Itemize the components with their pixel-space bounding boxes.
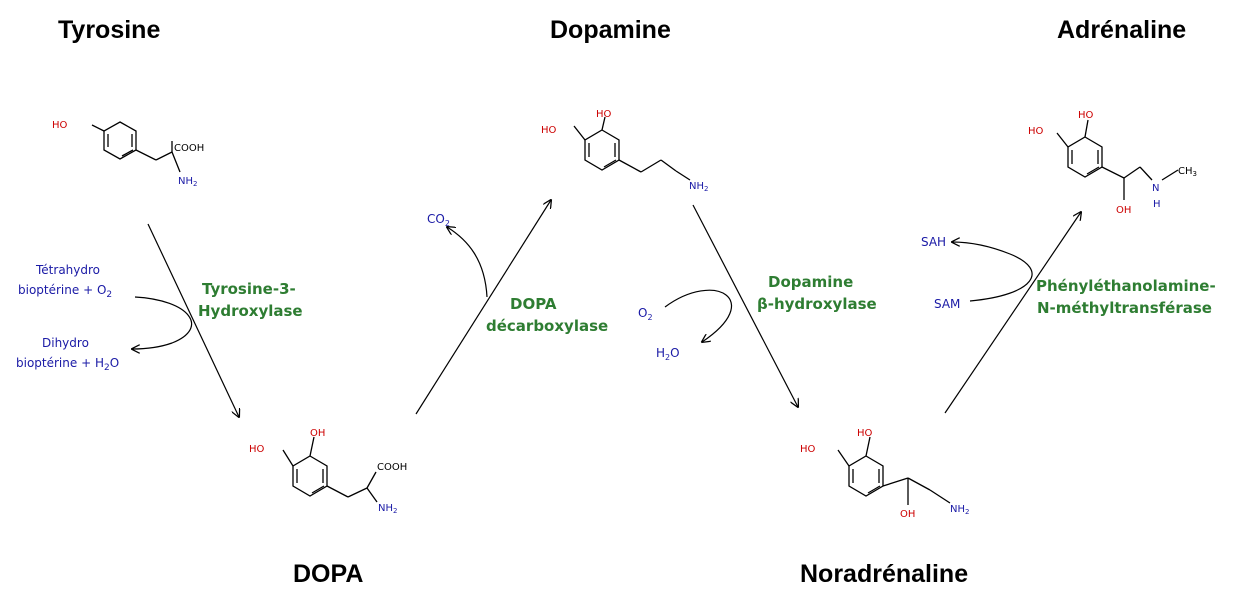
dopa-structure: HO OH COOH NH2 bbox=[249, 428, 407, 515]
cofactor-co2: CO2 bbox=[427, 212, 450, 228]
adrenaline-nh-h-label: H bbox=[1153, 199, 1161, 210]
compound-title-adrenaline: Adrénaline bbox=[1057, 16, 1186, 44]
dopa-nh2-label: NH2 bbox=[378, 503, 397, 515]
adrenaline-n-label: N bbox=[1152, 183, 1159, 194]
cofactor-arrow-sam-sah bbox=[952, 242, 1033, 302]
compound-title-tyrosine: Tyrosine bbox=[58, 16, 160, 44]
cofactor-arrow-co2-release bbox=[447, 227, 488, 298]
adrenaline-ho-label: HO bbox=[1028, 126, 1044, 137]
tyrosine-ho-label: HO bbox=[52, 120, 68, 131]
cofactor-sam: SAM bbox=[934, 297, 960, 311]
reaction-arrow-tyrosine-to-dopa bbox=[147, 223, 239, 417]
reaction-arrow-noradrenaline-to-adrenaline bbox=[944, 212, 1081, 414]
tyrosine-cooh-label: COOH bbox=[174, 143, 204, 154]
compound-title-dopa: DOPA bbox=[293, 560, 363, 588]
dopa-ho-label: HO bbox=[249, 444, 265, 455]
dopamine-ho-label: HO bbox=[541, 125, 557, 136]
cofactor-arrow-o2-h2o bbox=[664, 289, 733, 342]
cofactor-h2o: H2O bbox=[656, 346, 680, 362]
reaction-arrow-dopa-to-dopamine bbox=[415, 200, 551, 415]
noradrenaline-ho-label: HO bbox=[800, 444, 816, 455]
noradrenaline-side-oh-label: OH bbox=[900, 509, 915, 520]
cofactor-dihydrobiopterin: Dihydro bioptérine + H2O bbox=[16, 336, 119, 373]
compound-title-noradrenaline: Noradrénaline bbox=[800, 560, 968, 588]
dopamine-oh-label: HO bbox=[596, 109, 612, 120]
adrenaline-ch3-label: CH3 bbox=[1178, 166, 1197, 178]
dopa-oh-label: OH bbox=[310, 428, 325, 439]
noradrenaline-structure: HO HO OH NH2 bbox=[800, 428, 969, 520]
adrenaline-structure: HO HO OH N H CH3 bbox=[1028, 110, 1197, 216]
adrenaline-side-oh-label: OH bbox=[1116, 205, 1131, 216]
dopamine-nh2-label: NH2 bbox=[689, 181, 708, 193]
reaction-arrow-dopamine-to-noradrenaline bbox=[692, 204, 798, 407]
cofactor-tetrahydrobiopterin: Tétrahydro bioptérine + O2 bbox=[18, 263, 112, 300]
adrenaline-oh-label: HO bbox=[1078, 110, 1094, 121]
noradrenaline-nh2-label: NH2 bbox=[950, 504, 969, 516]
compound-title-dopamine: Dopamine bbox=[550, 16, 671, 44]
enzyme-tyrosine-hydroxylase: Tyrosine-3- Hydroxylase bbox=[198, 280, 303, 320]
cofactor-arrow-biopterin bbox=[132, 296, 193, 349]
cofactor-o2: O2 bbox=[638, 306, 653, 322]
tyrosine-structure: HO COOH NH2 bbox=[52, 120, 204, 188]
enzyme-pnmt: Phényléthanolamine- N-méthyltransférase bbox=[1036, 277, 1221, 317]
cofactor-sah: SAH bbox=[921, 235, 946, 249]
dopamine-structure: HO HO NH2 bbox=[541, 109, 708, 193]
tyrosine-nh2-label: NH2 bbox=[178, 176, 197, 188]
enzyme-dopamine-beta-hydroxylase: Dopamine β-hydroxylase bbox=[757, 273, 877, 313]
enzyme-dopa-decarboxylase: DOPA décarboxylase bbox=[486, 295, 608, 335]
dopa-cooh-label: COOH bbox=[377, 462, 407, 473]
noradrenaline-oh-label: HO bbox=[857, 428, 873, 439]
